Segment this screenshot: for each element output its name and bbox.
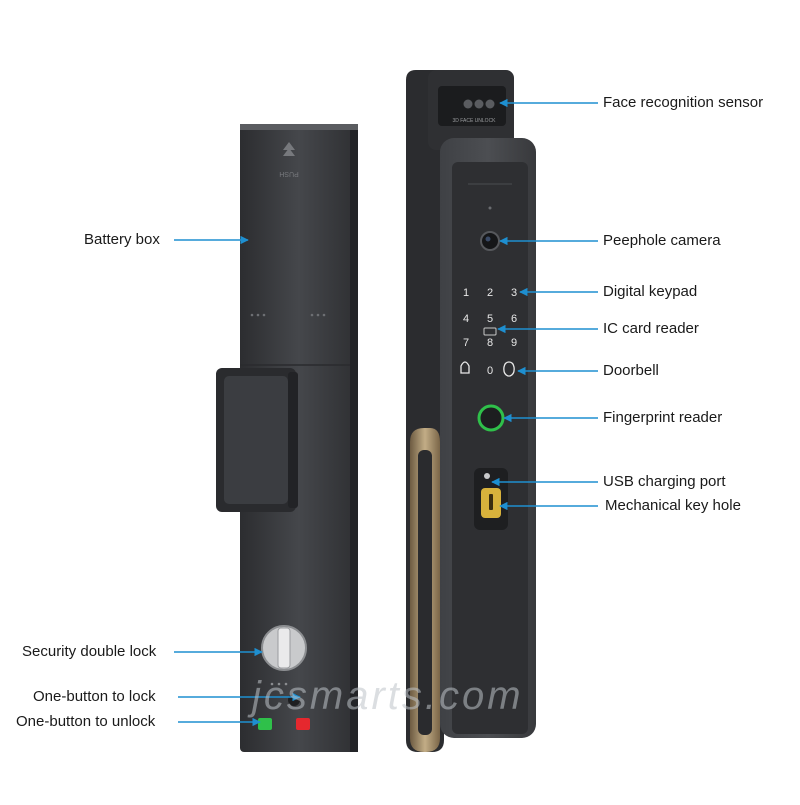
- label-digital-keypad: Digital keypad: [603, 283, 698, 300]
- push-label: PUSH: [279, 170, 298, 177]
- label-ic-card-reader: IC card reader: [603, 320, 699, 337]
- keypad-key[interactable]: 2: [487, 287, 493, 299]
- indoor-lock-body: PUSH: [216, 124, 358, 752]
- label-one-button-unlock: One-button to unlock: [16, 713, 156, 730]
- ic-card-icon: [483, 327, 497, 336]
- label-peephole-camera: Peephole camera: [603, 232, 721, 249]
- peephole-camera-lens: [480, 231, 500, 251]
- label-face-recognition-sensor: Face recognition sensor: [603, 94, 764, 111]
- label-usb-charging-port: USB charging port: [603, 473, 726, 490]
- keypad-key[interactable]: 9: [511, 337, 517, 349]
- digital-keypad[interactable]: 1 2 3 4 5 6 7 8 9 0: [463, 287, 517, 377]
- outdoor-lock-body: 3D FACE UNLOCK 1 2 3 4 5 6 7 8 9 0: [406, 70, 536, 752]
- fingerprint-reader[interactable]: [477, 404, 505, 432]
- keypad-key[interactable]: 5: [487, 313, 493, 325]
- watermark: jcsmarts.com: [252, 674, 524, 718]
- doorbell-icon[interactable]: [503, 361, 515, 377]
- indoor-handle: [216, 368, 298, 512]
- label-battery-box: Battery box: [84, 231, 160, 248]
- lock-button[interactable]: [296, 718, 310, 730]
- face-unlock-label: 3D FACE UNLOCK: [452, 118, 496, 124]
- label-doorbell: Doorbell: [603, 362, 659, 379]
- vent-dots: [250, 313, 326, 317]
- security-double-lock-knob[interactable]: [261, 625, 307, 671]
- keypad-key[interactable]: 0: [487, 365, 493, 377]
- keypad-key[interactable]: 1: [463, 287, 469, 299]
- keypad-key[interactable]: 7: [463, 337, 469, 349]
- label-fingerprint-reader: Fingerprint reader: [603, 409, 723, 426]
- keypad-key[interactable]: 3: [511, 287, 517, 299]
- callout-arrows: [174, 98, 598, 727]
- unlock-button[interactable]: [258, 718, 272, 730]
- label-one-button-lock: One-button to lock: [33, 688, 156, 705]
- push-arrow-icon: [283, 142, 295, 156]
- label-mechanical-key-hole: Mechanical key hole: [605, 497, 741, 514]
- lock-icon: [460, 361, 470, 374]
- keypad-key[interactable]: 6: [511, 313, 517, 325]
- face-sensor-lens-icon: [463, 99, 473, 109]
- keypad-key[interactable]: 4: [463, 313, 469, 325]
- label-security-double-lock: Security double lock: [22, 643, 157, 660]
- keypad-key[interactable]: 8: [487, 337, 493, 349]
